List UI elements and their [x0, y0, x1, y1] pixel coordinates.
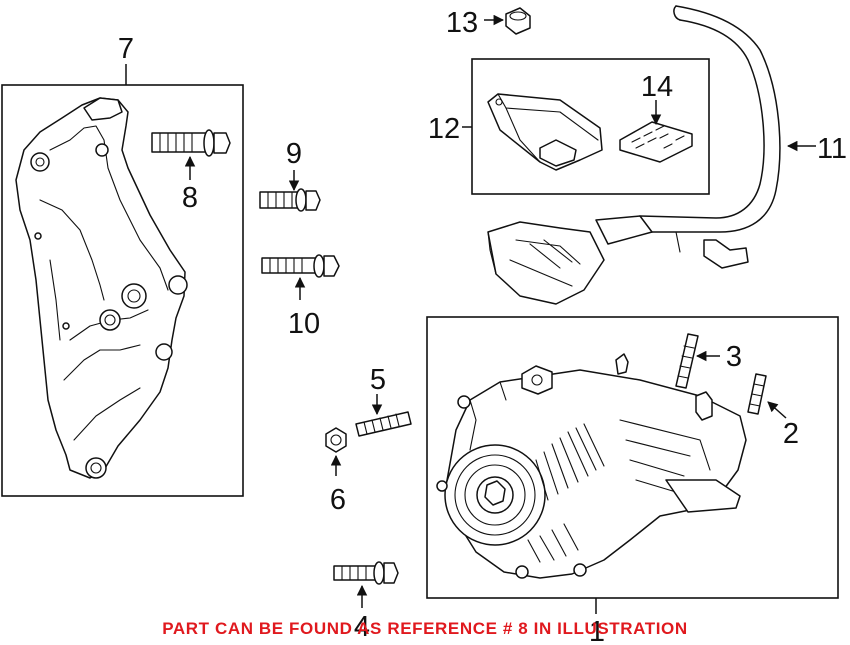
nut-13-part [505, 7, 531, 35]
bolt-8-part [151, 129, 231, 157]
callout-6: 6 [330, 484, 346, 516]
stud-3-part [675, 333, 699, 389]
reference-note: PART CAN BE FOUND AS REFERENCE # 8 IN IL… [162, 619, 688, 638]
cable-harness-part [487, 5, 781, 305]
nut-6-part [325, 427, 347, 453]
callout-11: 11 [817, 133, 847, 165]
callout-8: 8 [182, 182, 198, 214]
bracket-group-box [1, 84, 244, 497]
bolt-10-part [261, 254, 340, 278]
label-14-part [619, 121, 693, 163]
callout-3: 3 [726, 341, 742, 373]
bolt-9-part [259, 188, 321, 212]
callout-14: 14 [641, 71, 673, 103]
callout-5: 5 [370, 364, 386, 396]
control-module-part [487, 93, 603, 171]
callout-9: 9 [286, 138, 302, 170]
callout-1: 1 [589, 616, 605, 645]
stud-2-part [747, 373, 767, 415]
stud-5-part [355, 411, 412, 437]
bolt-4-part [333, 561, 399, 585]
callout-7: 7 [118, 33, 134, 65]
callout-13: 13 [446, 7, 478, 39]
callout-4: 4 [354, 611, 370, 643]
leader-2 [767, 401, 787, 419]
alternator-part [436, 353, 747, 579]
callout-10: 10 [288, 308, 320, 340]
mounting-bracket-part [15, 97, 188, 479]
alternator-group-box [426, 316, 839, 599]
callout-12: 12 [428, 113, 460, 145]
callout-2: 2 [783, 418, 799, 450]
